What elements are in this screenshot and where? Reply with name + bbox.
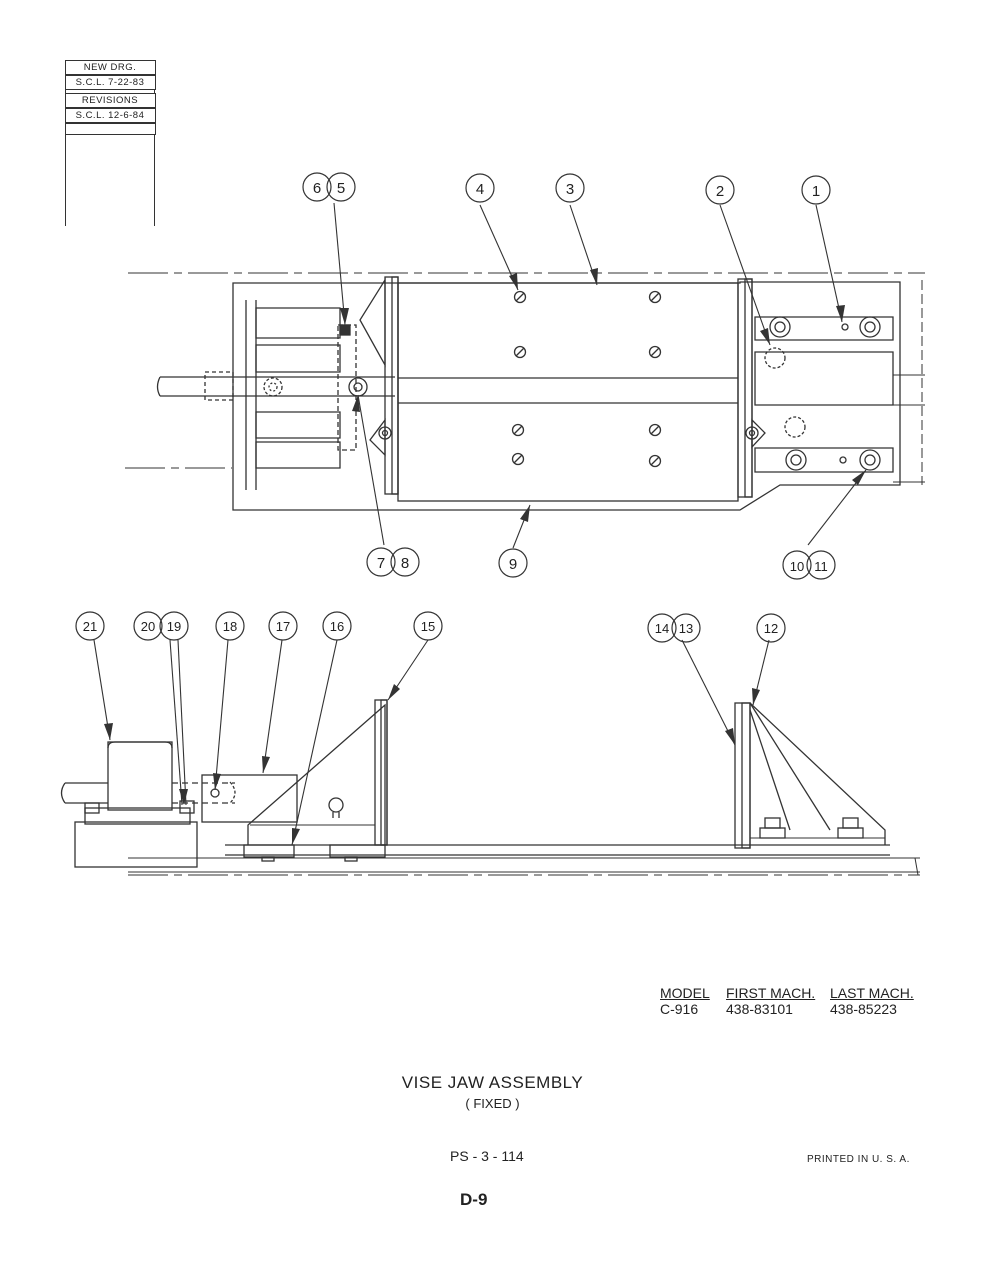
first-mach-column: FIRST MACH. 438-83101 <box>726 985 815 1017</box>
model-header: MODEL <box>660 985 710 1001</box>
revision-date: S.C.L. 12-6-84 <box>64 108 156 123</box>
callout-7: 7 <box>377 555 385 572</box>
callout-15: 15 <box>421 619 435 634</box>
printed-in-usa: PRINTED IN U. S. A. <box>807 1154 910 1165</box>
revision-block: NEW DRG. S.C.L. 7-22-83 REVISIONS S.C.L.… <box>64 60 156 226</box>
callout-18: 18 <box>223 619 237 634</box>
callout-17: 17 <box>276 619 290 634</box>
bottom-leaders <box>93 639 770 846</box>
bottom-callout-circles <box>75 611 786 643</box>
top-leaders <box>333 202 867 549</box>
side-view <box>60 699 920 876</box>
bottom-callout-labels: 21 20 19 18 17 16 15 14 13 12 <box>83 619 778 636</box>
top-view <box>125 272 925 511</box>
callout-2: 2 <box>716 183 724 200</box>
callout-6: 6 <box>313 180 321 197</box>
revisions-label: REVISIONS <box>64 93 156 108</box>
revision-empty-row <box>64 123 156 135</box>
callout-4: 4 <box>476 181 484 198</box>
top-callout-circles <box>302 172 836 580</box>
callout-9: 9 <box>509 556 517 573</box>
first-mach-value: 438-83101 <box>726 1001 793 1017</box>
new-drawing-label: NEW DRG. <box>64 60 156 75</box>
model-value: C-916 <box>660 1001 699 1017</box>
callout-5: 5 <box>337 180 345 197</box>
callout-21: 21 <box>83 619 97 634</box>
model-column: MODEL C-916 <box>660 985 710 1017</box>
last-mach-header: LAST MACH. <box>830 985 914 1001</box>
callout-14: 14 <box>655 621 669 636</box>
new-drawing-date: S.C.L. 7-22-83 <box>64 75 156 90</box>
callout-16: 16 <box>330 619 344 634</box>
callout-1: 1 <box>812 183 820 200</box>
callout-8: 8 <box>401 555 409 572</box>
jaw-screws <box>511 290 662 468</box>
page-number: D-9 <box>460 1190 488 1209</box>
top-arrowheads <box>340 268 866 522</box>
drawing-title: VISE JAW ASSEMBLY <box>401 1073 584 1092</box>
drawing-subtitle: ( FIXED ) <box>465 1096 520 1111</box>
first-mach-header: FIRST MACH. <box>726 985 816 1001</box>
callout-11: 11 <box>814 559 828 574</box>
bottom-arrowheads <box>104 684 760 845</box>
callout-3: 3 <box>566 181 574 198</box>
callout-19: 19 <box>167 619 181 634</box>
last-mach-value: 438-85223 <box>830 1001 897 1017</box>
last-mach-column: LAST MACH. 438-85223 <box>830 985 914 1017</box>
callout-10: 10 <box>790 559 804 574</box>
callout-13: 13 <box>679 621 693 636</box>
callout-12: 12 <box>764 621 778 636</box>
top-callout-labels: 6 5 4 3 2 1 7 8 9 10 11 <box>313 180 828 574</box>
part-number: PS - 3 - 114 <box>450 1148 524 1164</box>
callout-20: 20 <box>141 619 155 634</box>
